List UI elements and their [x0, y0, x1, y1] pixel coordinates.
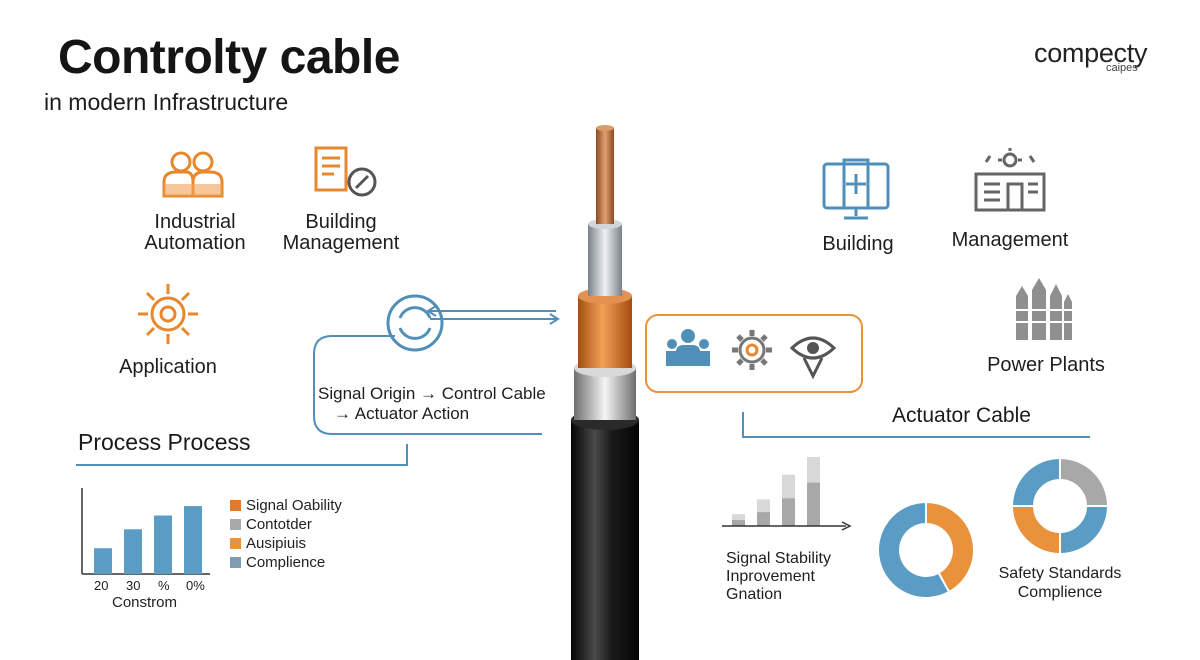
eye-sensor-icon [789, 336, 837, 380]
workers-icon [162, 151, 224, 198]
monitor-medical-icon [822, 158, 890, 220]
signal-loop-icon [386, 294, 444, 352]
process-heading: Process Process [78, 429, 251, 455]
brand-logo-sub: caipes [1106, 62, 1138, 74]
control-cable [571, 125, 639, 660]
gear-icon [732, 330, 772, 370]
signal-flow-line1: Signal Origin → Control Cable [318, 384, 546, 403]
donut-slice [877, 500, 951, 599]
signal-flow-line2: → Actuator Action [334, 404, 470, 423]
team-icon [666, 329, 710, 366]
bar [757, 512, 770, 526]
document-gear-icon [314, 146, 377, 197]
actuator-heading: Actuator Cable [892, 404, 1031, 427]
building-management-label: Building Management [282, 211, 400, 254]
legend-item: Signal Oability [230, 497, 342, 514]
legend-swatch [230, 500, 241, 511]
bar [184, 506, 202, 574]
application-label: Application [119, 356, 217, 378]
right-building-label: Building [822, 233, 894, 255]
tick-label: 30 [126, 578, 141, 593]
building-gear-icon [974, 148, 1046, 212]
bar [782, 498, 795, 526]
power-plant-icon [1016, 278, 1072, 340]
page-title: Controlty cable [58, 31, 400, 84]
legend-swatch [230, 519, 241, 530]
bar [154, 515, 172, 574]
donut-slice [1059, 505, 1110, 556]
legend-item: Complience [230, 554, 325, 571]
page-subtitle: in modern Infrastructure [44, 89, 289, 115]
process-bar-chart [81, 488, 210, 575]
signal-donut-chart [877, 500, 975, 599]
bar [94, 548, 112, 574]
bar [732, 520, 745, 526]
donut-slice [1059, 456, 1110, 507]
actuator-panel-frame [645, 314, 863, 393]
safety-caption: Safety Standards Complience [998, 565, 1122, 601]
industrial-automation-label: Industrial Automation [144, 211, 246, 254]
legend-swatch [230, 557, 241, 568]
tick-label: 20 [94, 578, 109, 593]
bar [807, 482, 820, 526]
tick-label: % [158, 578, 170, 593]
donut-slice [925, 500, 975, 594]
legend-swatch [230, 538, 241, 549]
brand-logo: compecty [1034, 38, 1148, 68]
right-management-label: Management [951, 229, 1069, 251]
signal-flow-frame [313, 335, 542, 435]
signal-stability-bar-chart [722, 456, 852, 531]
signal-arrow [426, 305, 560, 325]
power-plants-label: Power Plants [987, 354, 1105, 376]
sun-gear-icon [138, 284, 198, 344]
bar [124, 529, 142, 574]
chart-xlabel: Constrom [112, 594, 178, 611]
tick-label: 0% [186, 578, 205, 593]
legend-item: Contotder [230, 516, 312, 533]
process-underline [76, 444, 408, 466]
donut-slice [1010, 505, 1061, 556]
legend-item: Ausipiuis [230, 535, 306, 552]
donut-slice [1010, 456, 1061, 507]
axis-arrow [841, 521, 852, 531]
signal-stability-caption: Signal Stability Inprovement Gnation [726, 550, 831, 603]
safety-donut-chart [1010, 456, 1110, 556]
actuator-underline [742, 412, 1090, 438]
